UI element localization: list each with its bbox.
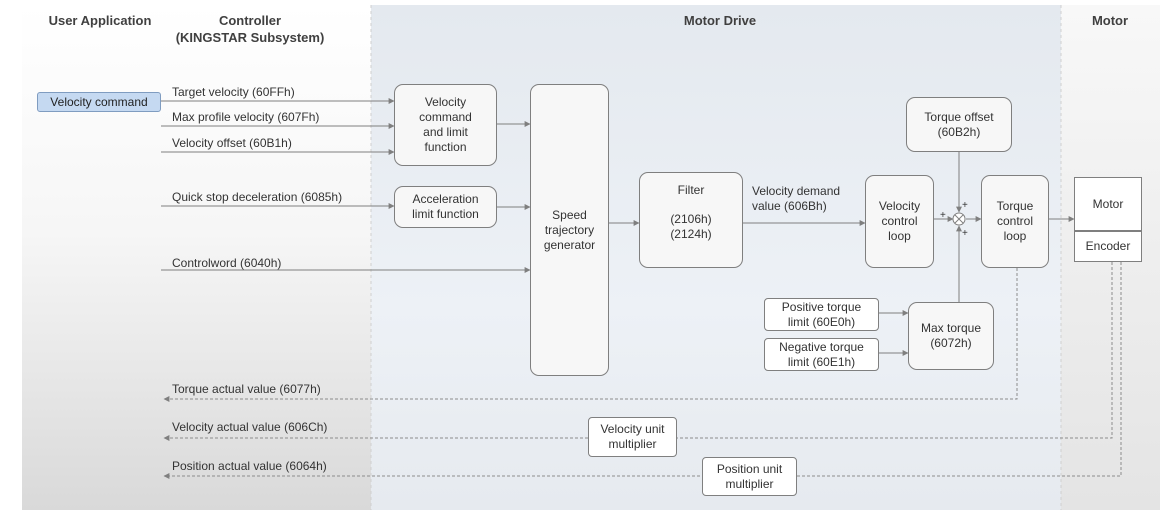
user-application-title: User Application — [48, 13, 152, 28]
speed-trajectory-block: Speed trajectory generator — [530, 84, 609, 376]
sum-sign-left: + — [940, 210, 946, 221]
velocity-control-loop-block: Velocity control loop — [865, 175, 934, 268]
velocity-offset-label: Velocity offset (60B1h) — [172, 136, 292, 150]
velocity-command-box: Velocity command — [37, 92, 161, 112]
position-unit-multiplier-block: Position unit multiplier — [702, 457, 797, 496]
filter-title: Filter — [677, 183, 705, 197]
filter-block: Filter (2106h) (2124h) — [639, 172, 743, 268]
max-torque-block: Max torque (6072h) — [908, 302, 994, 370]
motor-drive-title: Motor Drive — [683, 13, 757, 28]
controller-title-line2: (KINGSTAR Subsystem) — [175, 30, 325, 45]
torque-offset-block: Torque offset (60B2h) — [906, 97, 1012, 152]
motor-block: Motor — [1074, 177, 1142, 231]
controller-title-line1: Controller — [218, 13, 282, 28]
controlword-label: Controlword (6040h) — [172, 256, 282, 270]
motor-title: Motor — [1091, 13, 1129, 28]
torque-control-loop-block: Torque control loop — [981, 175, 1049, 268]
positive-torque-limit-block: Positive torque limit (60E0h) — [764, 298, 879, 331]
controller-title: Controller (KINGSTAR Subsystem) — [160, 12, 340, 46]
controller-region — [22, 5, 371, 510]
velocity-actual-label: Velocity actual value (606Ch) — [172, 420, 328, 434]
max-profile-velocity-label: Max profile velocity (607Fh) — [172, 110, 320, 124]
filter-values: (2106h) (2124h) — [670, 212, 712, 241]
velocity-unit-multiplier-block: Velocity unit multiplier — [588, 417, 677, 457]
encoder-block: Encoder — [1074, 231, 1142, 262]
position-actual-label: Position actual value (6064h) — [172, 459, 327, 473]
torque-actual-label: Torque actual value (6077h) — [172, 382, 321, 396]
acceleration-limit-block: Acceleration limit function — [394, 186, 497, 228]
sum-sign-top: + — [962, 200, 968, 211]
velocity-demand-label: Velocity demand value (606Bh) — [752, 184, 841, 213]
target-velocity-label: Target velocity (60FFh) — [172, 85, 295, 99]
negative-torque-limit-block: Negative torque limit (60E1h) — [764, 338, 879, 371]
sum-sign-bottom: + — [962, 228, 968, 239]
input-arrows — [161, 98, 1075, 356]
velocity-command-limit-block: Velocity command and limit function — [394, 84, 497, 166]
quick-stop-label: Quick stop deceleration (6085h) — [172, 190, 343, 204]
feedback-arrows — [163, 262, 1122, 479]
